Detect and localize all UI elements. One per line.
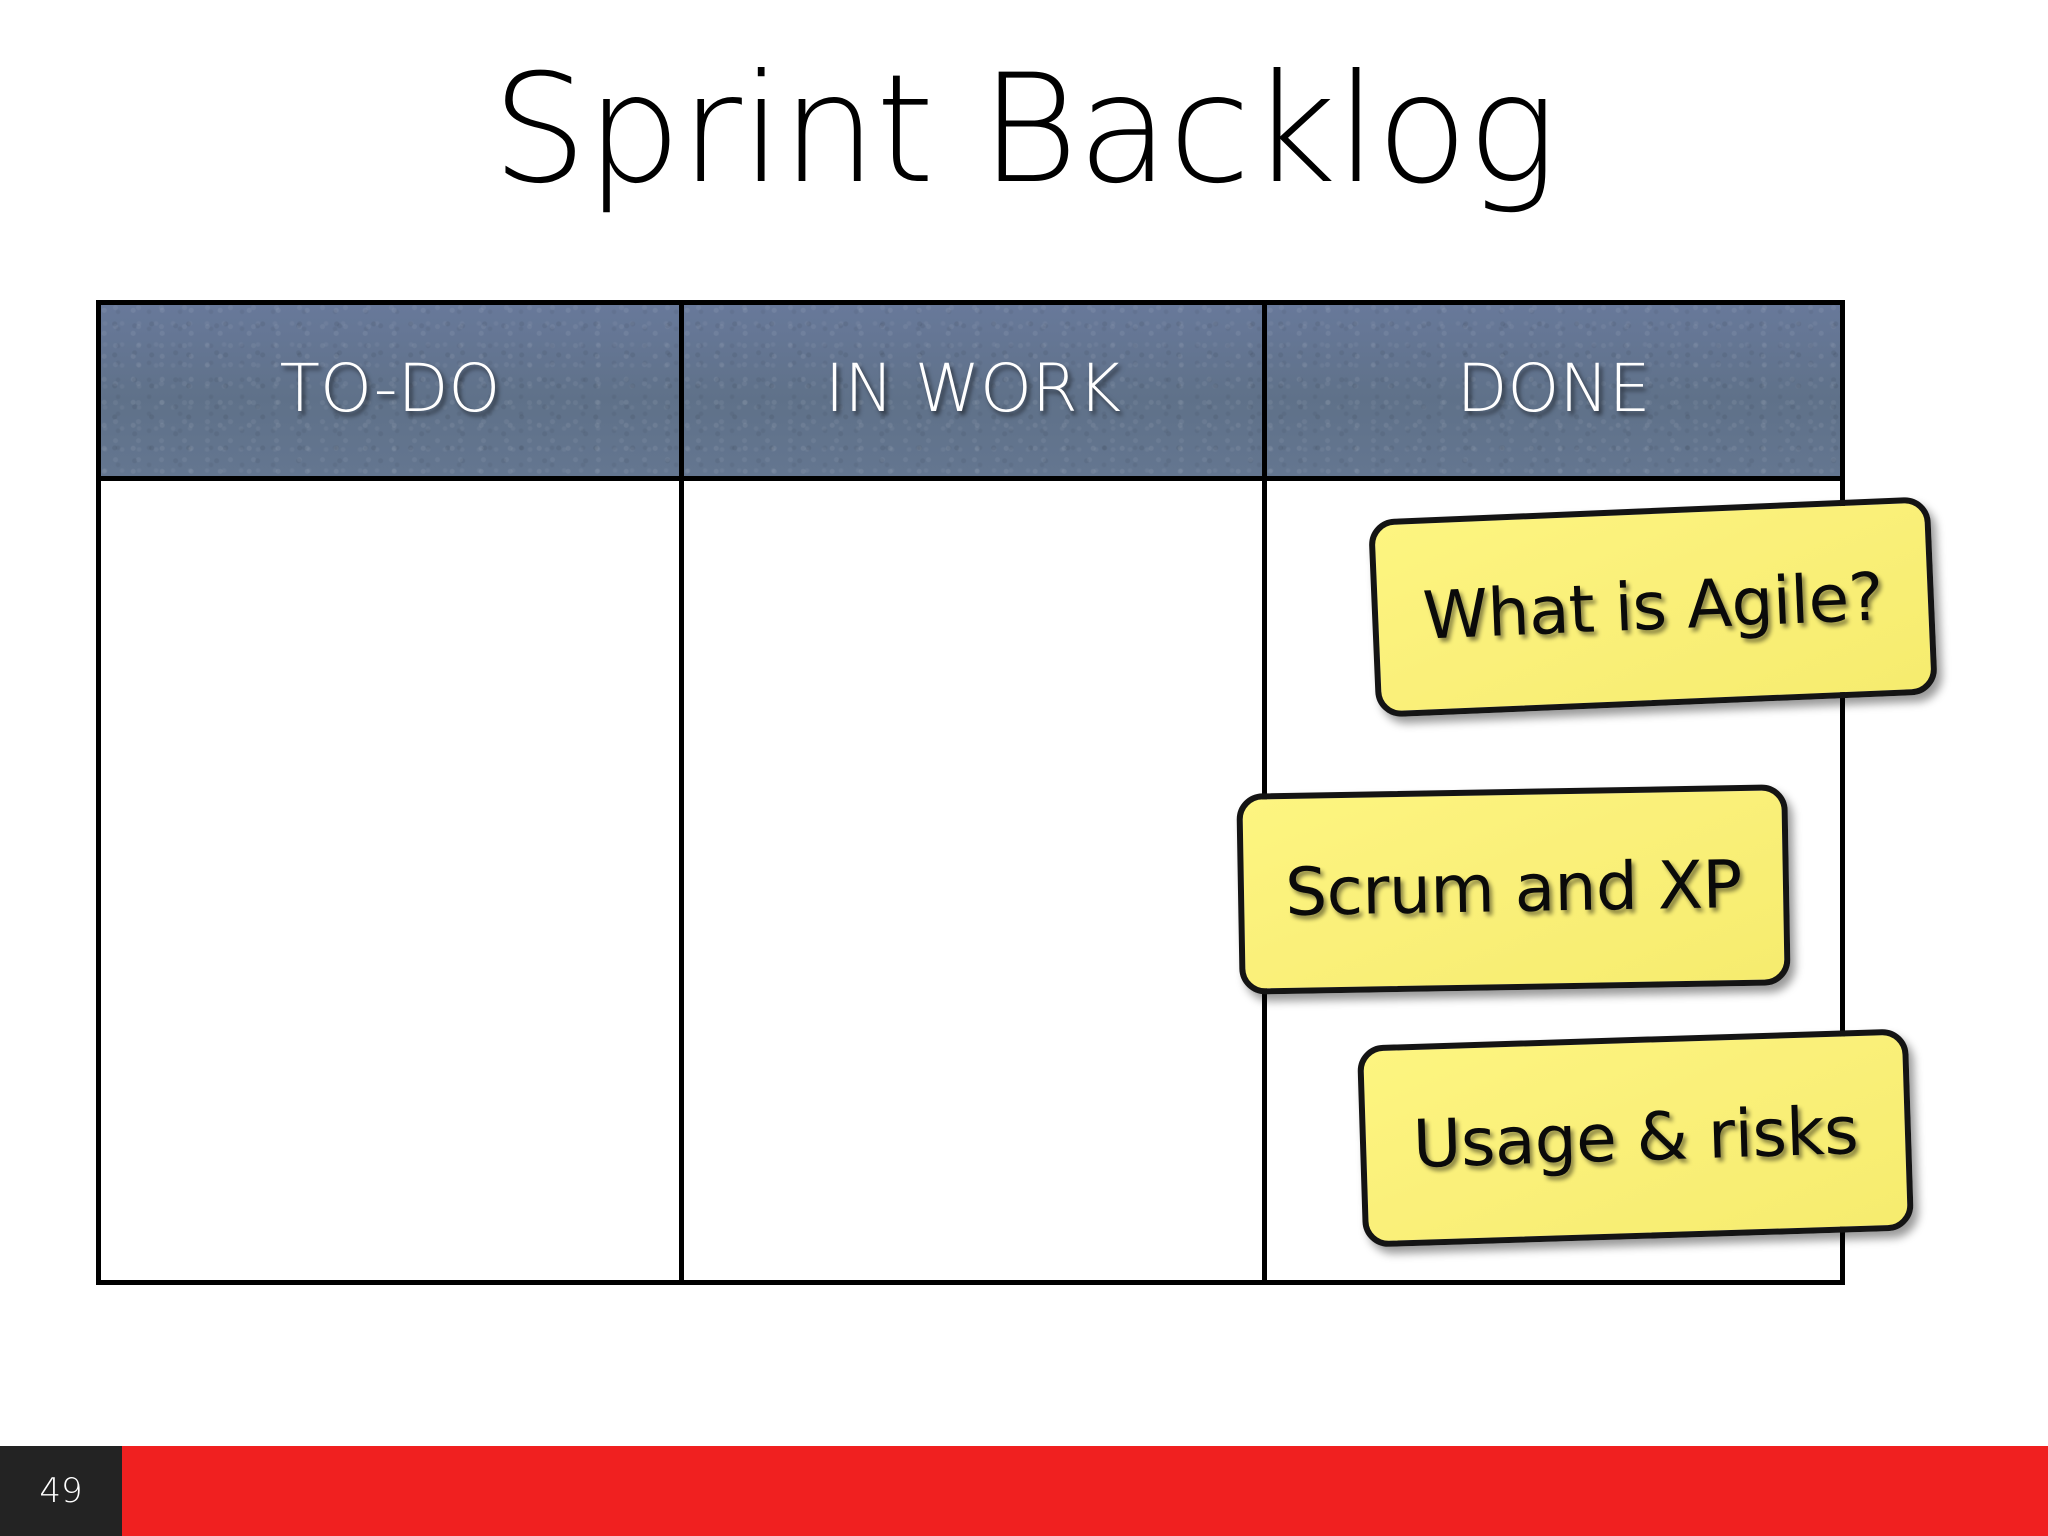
- column-body-in-work[interactable]: [684, 481, 1267, 1280]
- sticky-note-text: What is Agile?: [1421, 558, 1885, 655]
- sticky-note-text: Scrum and XP: [1284, 846, 1743, 932]
- sticky-note-card[interactable]: What is Agile?: [1368, 496, 1938, 718]
- page-number: 49: [39, 1471, 83, 1511]
- column-header-to-do: TO-DO: [101, 305, 684, 476]
- slide-footer: 49: [0, 1446, 2048, 1536]
- sticky-note-card[interactable]: Usage & risks: [1356, 1028, 1915, 1248]
- sticky-note-text: Usage & risks: [1411, 1091, 1860, 1183]
- column-header-label-done: DONE: [1456, 350, 1651, 427]
- footer-page-tab: [0, 1446, 122, 1536]
- sticky-note-card[interactable]: Scrum and XP: [1236, 784, 1791, 995]
- column-header-label-in-work: IN WORK: [824, 350, 1122, 427]
- column-header-label-to-do: TO-DO: [279, 350, 501, 427]
- board-header-row: TO-DO IN WORK DONE: [101, 305, 1840, 481]
- page-title: Sprint Backlog: [491, 43, 1557, 217]
- column-header-in-work: IN WORK: [684, 305, 1267, 476]
- footer-accent-bar: [0, 1446, 2048, 1536]
- column-header-done: DONE: [1267, 305, 1840, 476]
- column-body-to-do[interactable]: [101, 481, 684, 1280]
